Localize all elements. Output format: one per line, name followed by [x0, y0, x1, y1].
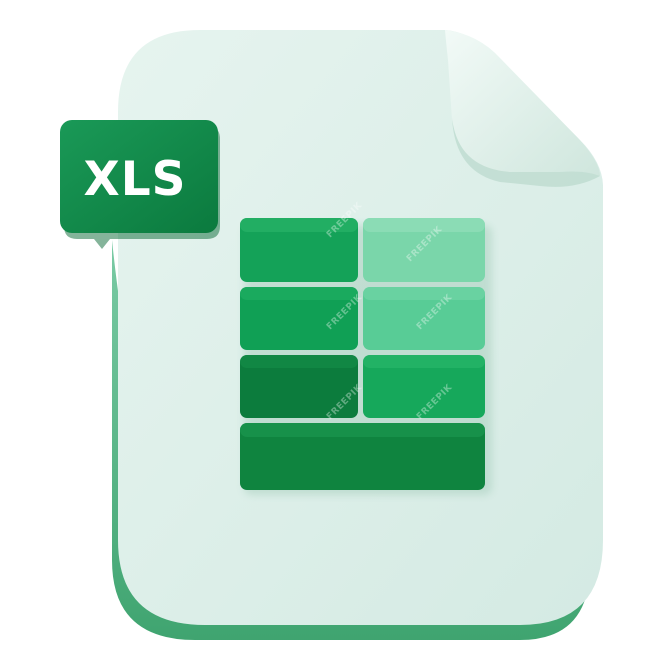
grid-cell-r1-c1	[240, 218, 358, 282]
grid-cell-r1-c2	[363, 218, 485, 282]
grid-cell-r3-c1	[240, 355, 358, 418]
badge-label: XLS	[83, 152, 186, 207]
grid-cell-r3-c2	[363, 355, 485, 418]
grid-cell-r4-merged	[240, 423, 485, 490]
grid-cell-r2-c1	[240, 287, 358, 350]
xls-badge: XLS	[60, 120, 220, 249]
folded-corner	[445, 30, 600, 187]
spreadsheet-grid	[240, 218, 492, 495]
grid-cell-r2-c2	[363, 287, 485, 350]
